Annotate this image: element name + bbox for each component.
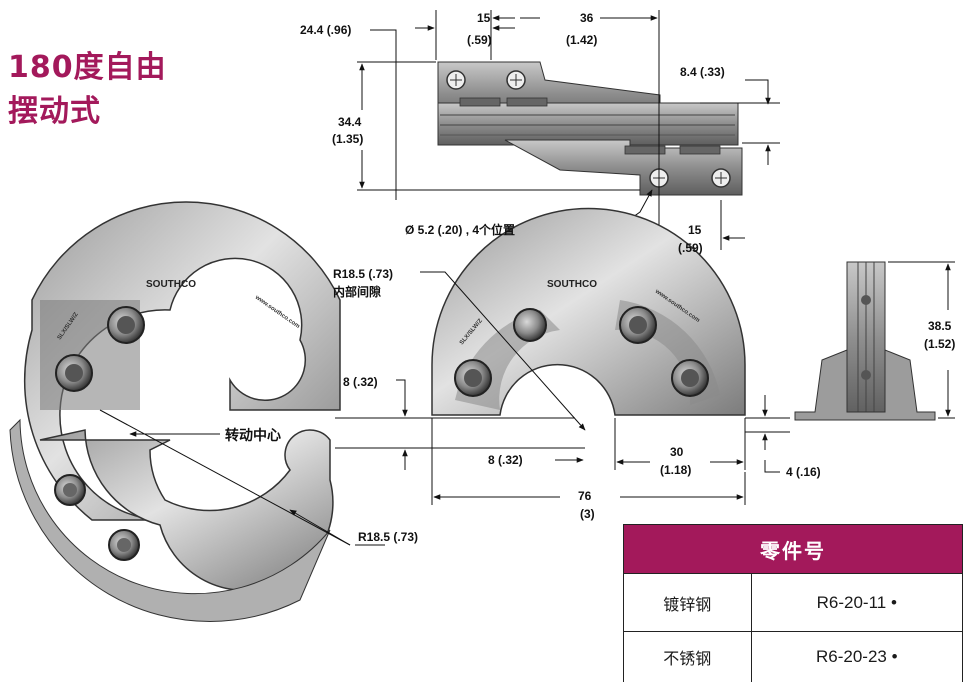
dim-30: 30 <box>670 445 684 459</box>
part-number-cell: R6-20-23 • <box>750 631 964 682</box>
side-view <box>794 261 936 421</box>
left-hinge-lower-leaf <box>39 429 334 592</box>
dim-34-4: 34.4 <box>338 115 362 129</box>
brand-left: SOUTHCO <box>146 279 196 290</box>
dim-r-inner-label: 内部间隙 <box>333 284 381 299</box>
dim-15-top: 15 <box>477 11 491 25</box>
title-line-1: 180度自由 <box>8 50 167 85</box>
dim-38-5-in: (1.52) <box>924 337 955 351</box>
material-cell: 镀锌钢 <box>623 573 752 632</box>
side-view-dimensions <box>888 261 955 419</box>
part-table-header: 零件号 <box>623 524 963 574</box>
dim-76: 76 <box>578 489 592 503</box>
pivot-label: 转动中心 <box>225 427 281 443</box>
svg-text:www.southco.com: www.southco.com <box>253 294 300 330</box>
dim-8-lower: 8 (.32) <box>488 453 523 467</box>
front-view-dimensions <box>99 271 790 546</box>
center-hinge-closed: SOUTHCO SLX/SLW/Z www.southco.com <box>431 207 746 416</box>
dim-36-in: (1.42) <box>566 33 597 47</box>
dim-30-in: (1.18) <box>660 463 691 477</box>
part-table-header-row: 零件号 <box>623 524 963 574</box>
side-view-base <box>794 349 936 421</box>
part-number-cell: R6-20-11 • <box>750 573 964 632</box>
dim-36: 36 <box>580 11 594 25</box>
title-line-2: 摆动式 <box>8 94 101 129</box>
table-row: 不锈钢 R6-20-23 • <box>623 631 964 682</box>
top-view <box>437 61 743 196</box>
dim-r-inner: R18.5 (.73) <box>333 267 393 281</box>
table-row: 镀锌钢 R6-20-11 • <box>623 573 964 632</box>
dim-r-outer: R18.5 (.73) <box>358 530 418 544</box>
material-cell: 不锈钢 <box>623 631 752 682</box>
part-number-table: 零件号 镀锌钢 R6-20-11 • 不锈钢 R6-20-23 • <box>623 524 964 682</box>
left-hinge-open: SOUTHCO SLX/SLW/Z www.southco.com <box>9 201 341 622</box>
dim-8-upper: 8 (.32) <box>343 375 378 389</box>
dimension-labels: 24.4 (.96) 15 (.59) 36 (1.42) 8.4 (.33) … <box>225 11 955 544</box>
center-rivet-1 <box>513 308 547 342</box>
dim-38-5: 38.5 <box>928 319 952 333</box>
dim-8-4: 8.4 (.33) <box>680 65 725 79</box>
hole-note: Ø 5.2 (.20) , 4个位置 <box>405 222 515 237</box>
dim-76-in: (3) <box>580 507 595 521</box>
dim-15-bottom-in: (.59) <box>678 241 703 255</box>
top-view-body <box>437 102 739 146</box>
brand-right: SOUTHCO <box>547 279 597 290</box>
dim-4: 4 (.16) <box>786 465 821 479</box>
dim-24-4: 24.4 (.96) <box>300 23 351 37</box>
dim-15-bottom: 15 <box>688 223 702 237</box>
dim-15-top-in: (.59) <box>467 33 492 47</box>
dim-34-4-in: (1.35) <box>332 132 363 146</box>
center-hinge-body <box>431 207 746 416</box>
